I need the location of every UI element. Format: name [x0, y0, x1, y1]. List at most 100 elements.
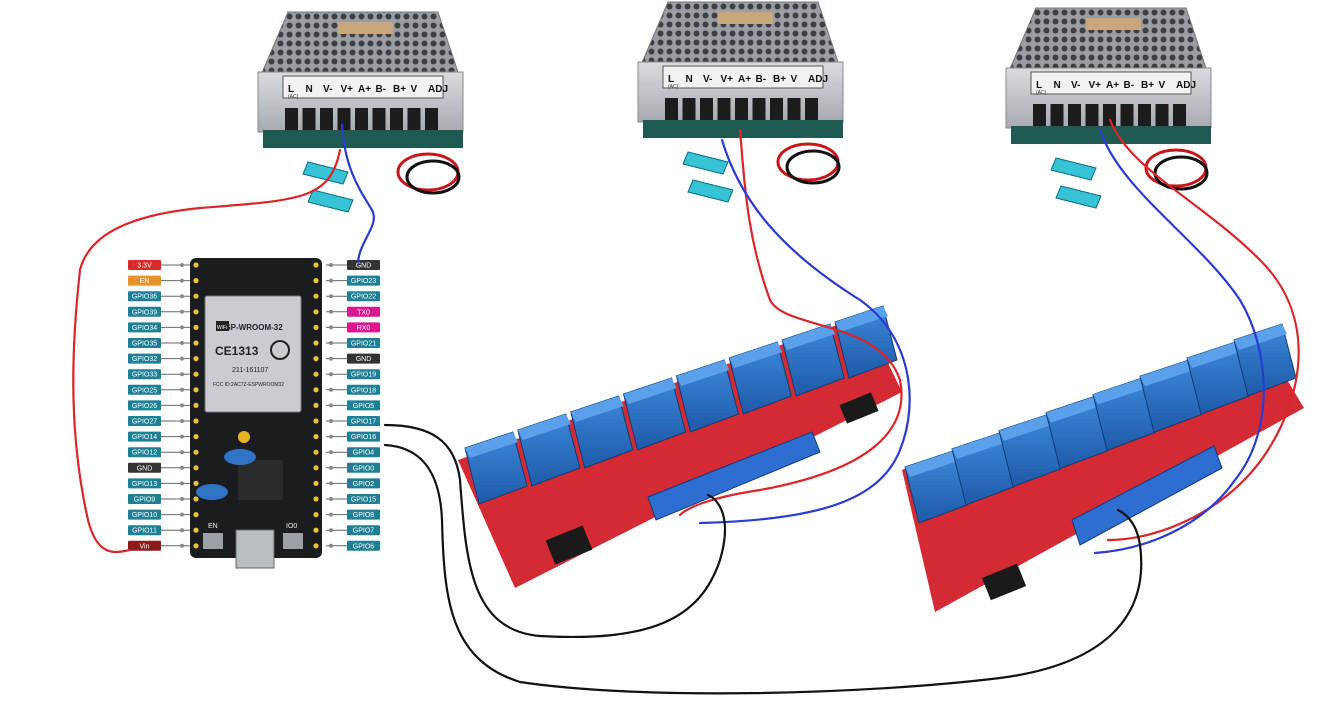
pin-label-box-left-4 [128, 322, 161, 333]
pin-label-left-3: GPIO39 [132, 309, 157, 316]
relay-board-1 [458, 305, 902, 588]
pin-dot-left-12 [180, 450, 184, 455]
pin-label-left-10: GPIO27 [132, 419, 157, 426]
psu-terminal-label-2-8: ADJ [1176, 80, 1196, 91]
psu-terminal-screw-1-6 [770, 98, 783, 120]
pin-dot-left-13 [180, 465, 184, 470]
pin-header-right-17 [313, 527, 319, 533]
relay-top-0-4 [676, 360, 730, 386]
psu-pcb-edge-2 [1011, 126, 1211, 144]
bluetooth-logo-icon [270, 340, 290, 360]
en-button[interactable] [203, 533, 223, 549]
psu-terminal-label-2-1: N [1054, 80, 1061, 91]
psu-terminal-screw-0-6 [390, 108, 403, 130]
psu-terminal-screw-1-1 [682, 98, 696, 120]
wires [72, 118, 1300, 695]
psu-coiled-black-wire-2 [1153, 155, 1209, 191]
pin-header-left-15 [193, 496, 199, 502]
pin-dot-right-12 [329, 450, 333, 455]
psu-terminal-screw-1-8 [805, 98, 818, 120]
pin-dot-left-2 [180, 294, 184, 299]
pin-header-left-1 [193, 278, 199, 284]
pin-header-left-5 [193, 340, 199, 346]
pin-dot-left-6 [180, 356, 184, 361]
esp32-reg-code: 211-161107 [232, 367, 268, 374]
pin-label-right-4: RX0 [357, 325, 371, 332]
psu-terminal-screw-2-0 [1033, 104, 1046, 126]
pin-label-box-right-8 [347, 384, 380, 395]
pin-header-right-5 [313, 340, 319, 346]
pin-label-right-10: GPIO17 [351, 419, 376, 426]
pin-label-left-0: 3.3V [137, 263, 152, 270]
pin-label-box-right-4 [347, 322, 380, 333]
pin-dot-right-18 [329, 543, 333, 548]
psu-spade-connector-2-2 [1055, 185, 1102, 209]
pin-header-left-11 [193, 434, 199, 440]
pin-label-box-right-14 [347, 478, 380, 489]
pin-header-right-6 [313, 356, 319, 362]
pin-header-left-14 [193, 480, 199, 486]
pin-dot-right-8 [329, 387, 333, 392]
red-wire-psu3-to-relay2 [1106, 118, 1300, 542]
psu-terminal-label-0-7: V [411, 84, 418, 95]
pin-label-left-4: GPIO34 [132, 325, 157, 332]
psu-terminal-label-0-4: A+ [358, 84, 371, 95]
pin-header-left-7 [193, 371, 199, 377]
relay-top-0-2 [570, 396, 624, 422]
psu-terminal-screw-2-7 [1155, 104, 1169, 126]
psu-terminal-screw-2-1 [1050, 104, 1064, 126]
pin-label-left-14: GPIO13 [132, 481, 157, 488]
pin-dot-left-9 [180, 403, 184, 408]
red-wire-psu2-to-relay1 [678, 128, 903, 517]
io0-button[interactable] [283, 533, 303, 549]
pin-dot-left-4 [180, 325, 184, 330]
pin-label-right-11: GPIO16 [351, 434, 376, 441]
en-button-label: EN [208, 523, 218, 530]
pin-dot-left-17 [180, 528, 184, 533]
psu-terminal-screw-0-0 [285, 108, 298, 130]
pin-label-box-right-5 [347, 338, 380, 348]
psu-terminal-screw-2-8 [1173, 104, 1186, 126]
psu-terminal-screw-2-3 [1085, 104, 1099, 126]
pin-header-left-0 [193, 262, 199, 268]
pin-dot-left-8 [180, 387, 184, 392]
psu-terminal-screw-0-2 [320, 108, 333, 130]
blue-wire-psu1-to-gnd [340, 123, 375, 264]
psu-sticker-1 [718, 12, 773, 24]
pin-label-right-17: GPIO7 [353, 528, 375, 535]
pin-dot-right-3 [329, 309, 333, 314]
pin-dot-left-0 [180, 263, 184, 267]
relay-board-2 [902, 323, 1304, 612]
pin-header-right-9 [313, 402, 319, 408]
pin-label-box-right-7 [347, 369, 380, 380]
pin-label-right-13: GPIO0 [353, 465, 375, 472]
pin-label-left-12: GPIO12 [132, 450, 157, 457]
usb-port [235, 529, 275, 569]
psu-terminal-screw-1-0 [665, 98, 678, 120]
pin-header-right-0 [313, 262, 319, 268]
psu-terminal-screw-0-5 [372, 108, 386, 130]
psu-ac-note-0: (AC) [288, 94, 299, 100]
esp32-left-pins: 3.3VENGPIO36GPIO39GPIO34GPIO35GPIO32GPIO… [128, 260, 199, 551]
pin-label-right-6: GND [356, 356, 372, 363]
pin-dot-left-14 [180, 481, 184, 486]
pin-header-right-8 [313, 387, 319, 393]
psu-terminal-label-2-6: B+ [1141, 80, 1154, 91]
psu-terminal-label-1-3: V+ [721, 74, 734, 85]
psu-label-strip-2 [1030, 71, 1192, 95]
pin-label-right-15: GPIO15 [351, 497, 376, 504]
io0-button-label: IO0 [286, 523, 297, 530]
psu-terminal-label-2-5: B- [1124, 80, 1135, 91]
pin-label-box-right-0 [347, 260, 380, 270]
psu-pcb-edge-1 [643, 120, 843, 138]
blue-wire-psu3-to-relay2 [1093, 128, 1265, 555]
pin-label-box-right-13 [347, 462, 380, 473]
pin-label-box-left-10 [128, 416, 161, 426]
black-wire-gpio16-to-relay2 [383, 443, 1143, 695]
relay-board-2-terminal-block [1071, 445, 1223, 546]
pin-label-box-right-11 [347, 431, 380, 442]
psu-terminal-label-2-2: V- [1071, 80, 1080, 91]
pin-label-box-left-14 [128, 478, 161, 489]
relay-top-1-1 [952, 432, 1005, 459]
